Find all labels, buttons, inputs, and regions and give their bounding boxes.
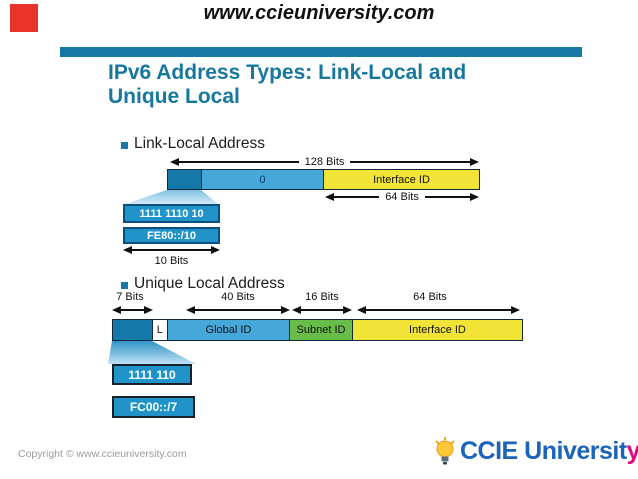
section-heading-link-local: Link-Local Address — [134, 135, 265, 152]
fc00-prefix-box: FC00::/7 — [112, 396, 195, 418]
arrow-10-bits-label: 10 Bits — [154, 255, 189, 267]
arrowhead-right-icon — [511, 306, 520, 314]
field-subnet-id-segment: Subnet ID — [290, 320, 353, 340]
bit-label-40: 40 Bits — [221, 291, 255, 303]
bit-label-16: 16 Bits — [305, 291, 339, 303]
arrowhead-right-icon — [211, 246, 220, 254]
field-interface-id-segment: Interface ID — [324, 170, 479, 189]
arrow-40-bits — [186, 304, 290, 316]
slide-title-line1: IPv6 Address Types: Link-Local and — [108, 61, 467, 84]
arrowhead-right-icon — [144, 306, 153, 314]
arrowhead-right-icon — [470, 158, 479, 166]
section-heading-unique-local: Unique Local Address — [134, 275, 285, 292]
arrow-128-bits: 128 Bits — [170, 155, 479, 169]
arrowhead-left-icon — [325, 193, 334, 201]
arrow-64-bits: 64 Bits — [325, 190, 480, 204]
zoom-callout-trapezoid — [125, 190, 218, 204]
bullet-square-icon — [121, 282, 128, 289]
url-header: www.ccieuniversity.com — [203, 2, 435, 24]
arrowhead-right-icon — [343, 306, 352, 314]
binary-prefix-box: 1111 110 — [112, 364, 192, 385]
arrowhead-left-icon — [170, 158, 179, 166]
logo-text-accent: y — [626, 436, 638, 465]
arrow-16-bits — [292, 304, 352, 316]
bit-label-7: 7 Bits — [116, 291, 144, 303]
arrowhead-right-icon — [470, 193, 480, 201]
fe80-prefix-box: FE80::/10 — [123, 227, 220, 244]
red-accent-square — [10, 4, 38, 32]
field-l-flag-segment: L — [152, 320, 168, 340]
zoom-callout-trapezoid — [108, 341, 196, 364]
slide-title-line2: Unique Local — [108, 85, 240, 109]
arrow-10-bits — [123, 245, 220, 255]
field-interface-id-segment: Interface ID — [352, 320, 523, 340]
copyright-text: Copyright © www.ccieuniversity.com — [18, 448, 187, 460]
title-divider-bar — [60, 47, 582, 57]
arrowhead-left-icon — [292, 306, 301, 314]
arrowhead-left-icon — [357, 306, 366, 314]
arrowhead-left-icon — [186, 306, 195, 314]
ccie-university-logo: CCIE University — [433, 436, 638, 466]
logo-text: CCIE University — [460, 437, 638, 466]
unique-local-field-bar: L Global ID Subnet ID Interface ID — [112, 319, 523, 341]
arrowhead-left-icon — [112, 306, 121, 314]
arrow-7-bits — [112, 304, 153, 316]
bullet-square-icon — [121, 142, 128, 149]
slide-title: IPv6 Address Types: Link-Local and Uniqu… — [108, 61, 568, 110]
field-prefix-segment — [113, 320, 153, 340]
arrowhead-right-icon — [281, 306, 290, 314]
logo-text-main: CCIE Universit — [460, 436, 627, 465]
field-prefix-segment — [168, 170, 202, 189]
binary-prefix-box: 1111 1110 10 — [123, 204, 220, 223]
field-global-id-segment: Global ID — [167, 320, 291, 340]
link-local-field-bar: 0 Interface ID — [167, 169, 480, 190]
field-zero-segment: 0 — [201, 170, 324, 189]
arrow-64-bits-label: 64 Bits — [385, 191, 419, 203]
bit-label-64: 64 Bits — [413, 291, 447, 303]
arrowhead-left-icon — [123, 246, 132, 254]
lightbulb-icon — [435, 437, 455, 465]
arrow-64-bits-ula — [357, 304, 520, 316]
arrow-128-bits-label: 128 Bits — [304, 156, 345, 168]
